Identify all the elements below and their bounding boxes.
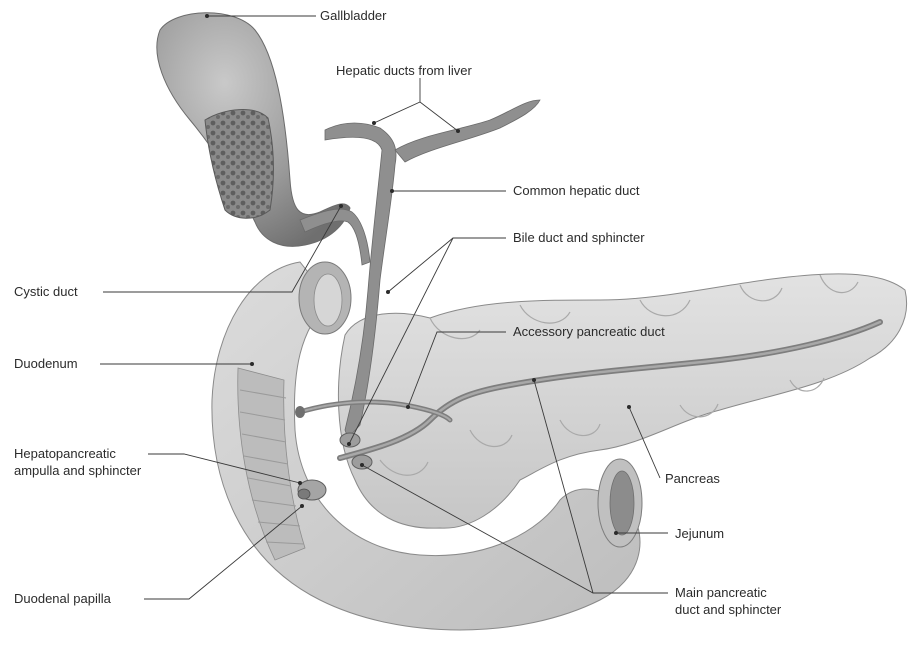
gallbladder-shape bbox=[157, 13, 350, 247]
label-accessory-pancreatic-duct: Accessory pancreatic duct bbox=[513, 324, 665, 339]
label-duodenal-papilla: Duodenal papilla bbox=[14, 591, 112, 606]
label-bile-duct: Bile duct and sphincter bbox=[513, 230, 645, 245]
jejunum-shape bbox=[598, 459, 642, 547]
label-duodenum: Duodenum bbox=[14, 356, 78, 371]
label-common-hepatic-duct: Common hepatic duct bbox=[513, 183, 640, 198]
label-hepatopancreatic-line2: ampulla and sphincter bbox=[14, 463, 142, 478]
label-hepatic-ducts: Hepatic ducts from liver bbox=[336, 63, 472, 78]
label-pancreas: Pancreas bbox=[665, 471, 720, 486]
label-gallbladder: Gallbladder bbox=[320, 8, 387, 23]
label-main-pancreatic-line1: Main pancreatic bbox=[675, 585, 767, 600]
label-cystic-duct: Cystic duct bbox=[14, 284, 78, 299]
label-hepatopancreatic-line1: Hepatopancreatic bbox=[14, 446, 116, 461]
label-jejunum: Jejunum bbox=[675, 526, 724, 541]
label-main-pancreatic-line2: duct and sphincter bbox=[675, 602, 782, 617]
